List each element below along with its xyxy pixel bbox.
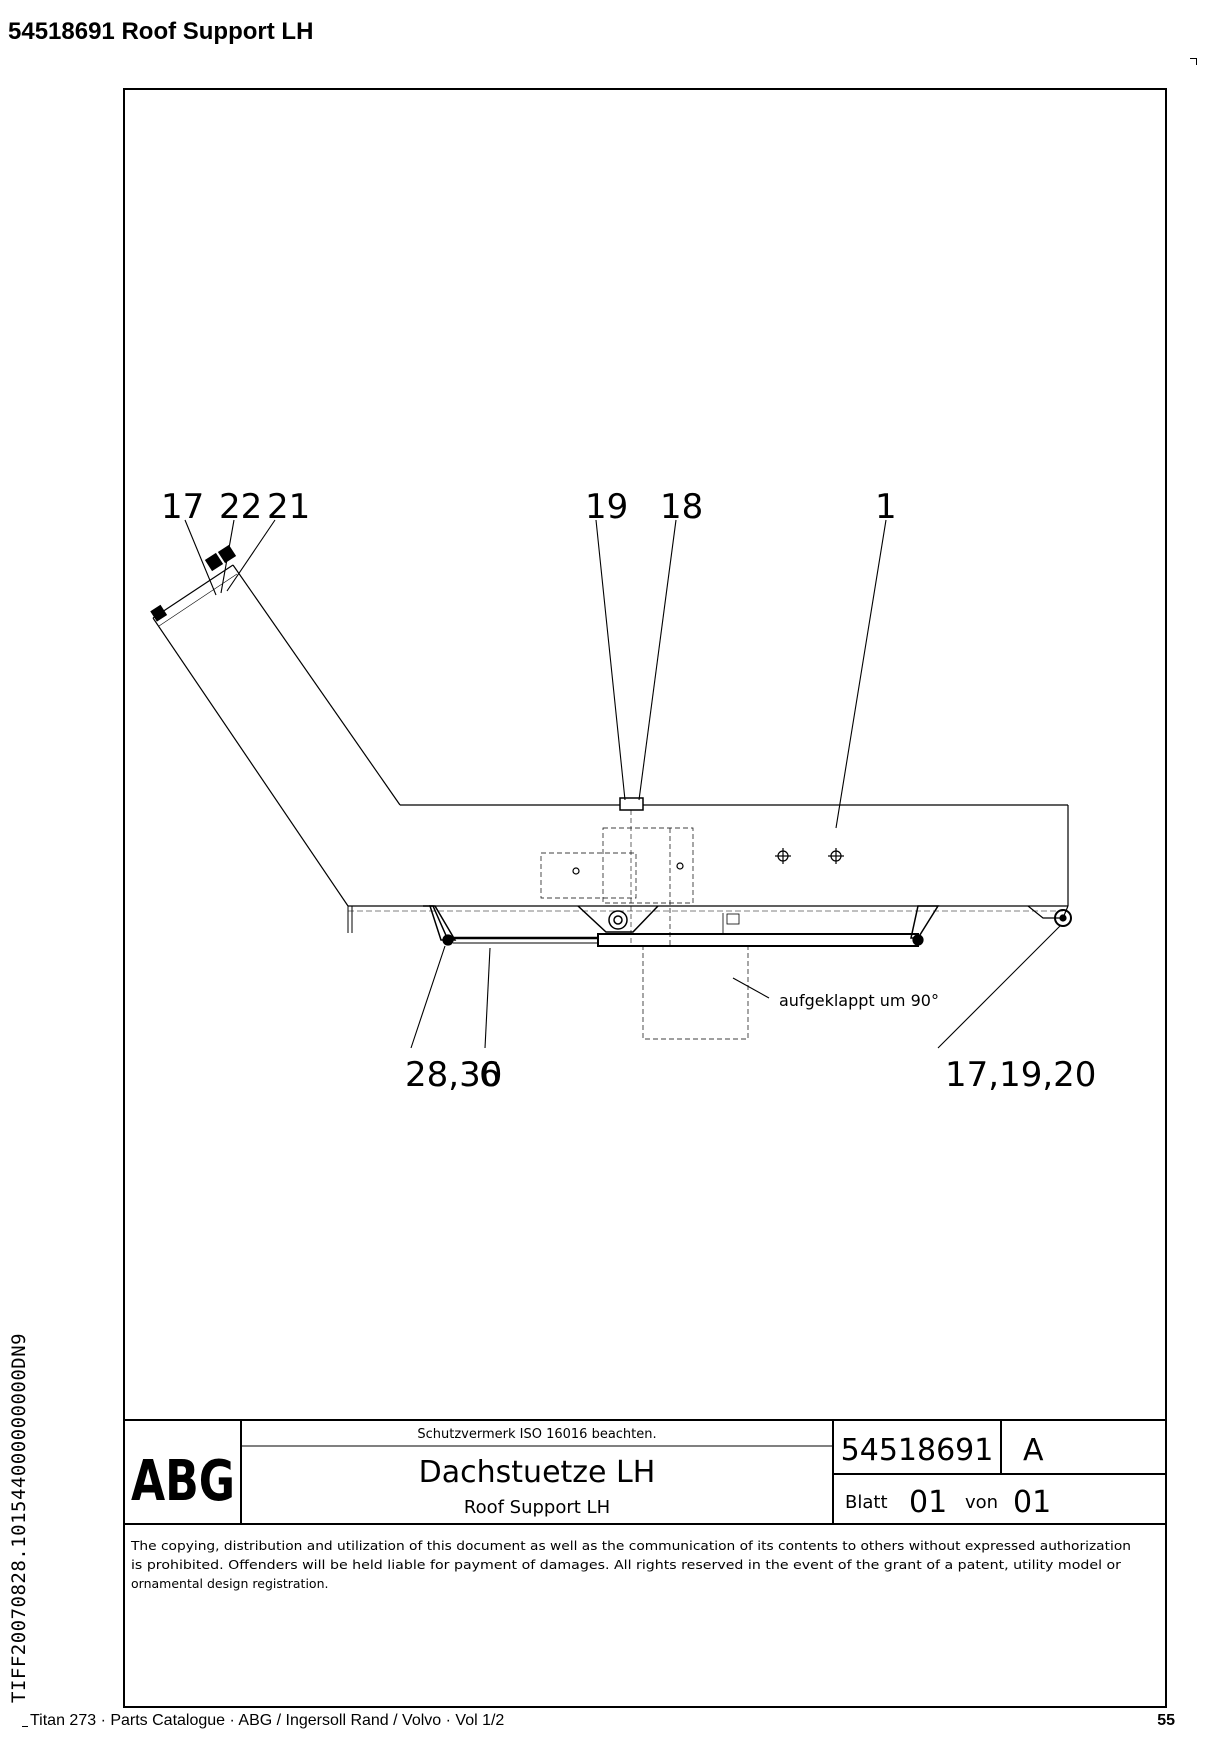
page-footer: Titan 273 · Parts Catalogue · ABG / Inge…: [0, 1712, 1207, 1742]
corner-mark: [1190, 58, 1197, 65]
callout-18: 18: [660, 487, 703, 527]
technical-drawing: 17 22 21 19 18 1 28,30 6 17,19,20 aufgek…: [123, 487, 1167, 1591]
sheet-total: 01: [1013, 1485, 1051, 1520]
callout-17: 17: [161, 487, 204, 527]
callout-21: 21: [267, 487, 310, 527]
horizontal-beam: [348, 804, 1069, 912]
callout-1: 1: [875, 487, 897, 527]
protection-note: Schutzvermerk ISO 16016 beachten.: [417, 1427, 656, 1442]
leader-lines: [184, 519, 1061, 1049]
callout-28-30: 28,30: [405, 1055, 502, 1095]
callout-19: 19: [585, 487, 628, 527]
copyright-line-1: The copying, distribution and utilizatio…: [130, 1538, 1131, 1553]
page-number: 55: [1157, 1712, 1175, 1729]
gas-spring: [442, 913, 924, 947]
footer-tick: [22, 1726, 28, 1727]
drawing-frame: [123, 88, 1167, 1708]
of-label: von: [965, 1492, 998, 1513]
copyright-line-3: ornamental design registration.: [131, 1576, 328, 1591]
page-title: 54518691 Roof Support LH: [8, 18, 314, 45]
arm-bolts: [150, 544, 237, 622]
footer-text: Titan 273 · Parts Catalogue · ABG / Inge…: [30, 1712, 505, 1729]
callout-22: 22: [219, 487, 262, 527]
end-roller: [1027, 905, 1072, 927]
title-block: [123, 1419, 1167, 1525]
copyright-line-2: is prohibited. Offenders will be held li…: [131, 1557, 1122, 1572]
drawing-number: 54518691: [841, 1433, 994, 1468]
revision: A: [1023, 1433, 1044, 1468]
angled-arm: [152, 564, 401, 933]
abg-logo: ABG: [131, 1449, 235, 1514]
callout-6: 6: [479, 1055, 501, 1095]
top-pin: [619, 797, 644, 946]
beam-holes: [572, 848, 844, 875]
sheet-number: 01: [909, 1485, 947, 1520]
title-english: Roof Support LH: [464, 1497, 610, 1518]
fold-note: aufgeklappt um 90°: [779, 991, 939, 1010]
document-id-vertical: TIFF20070828.101544000000000DN9: [8, 1332, 30, 1703]
callout-17-19-20: 17,19,20: [945, 1055, 1096, 1095]
sheet-label: Blatt: [845, 1492, 888, 1513]
title-german: Dachstuetze LH: [419, 1455, 656, 1490]
